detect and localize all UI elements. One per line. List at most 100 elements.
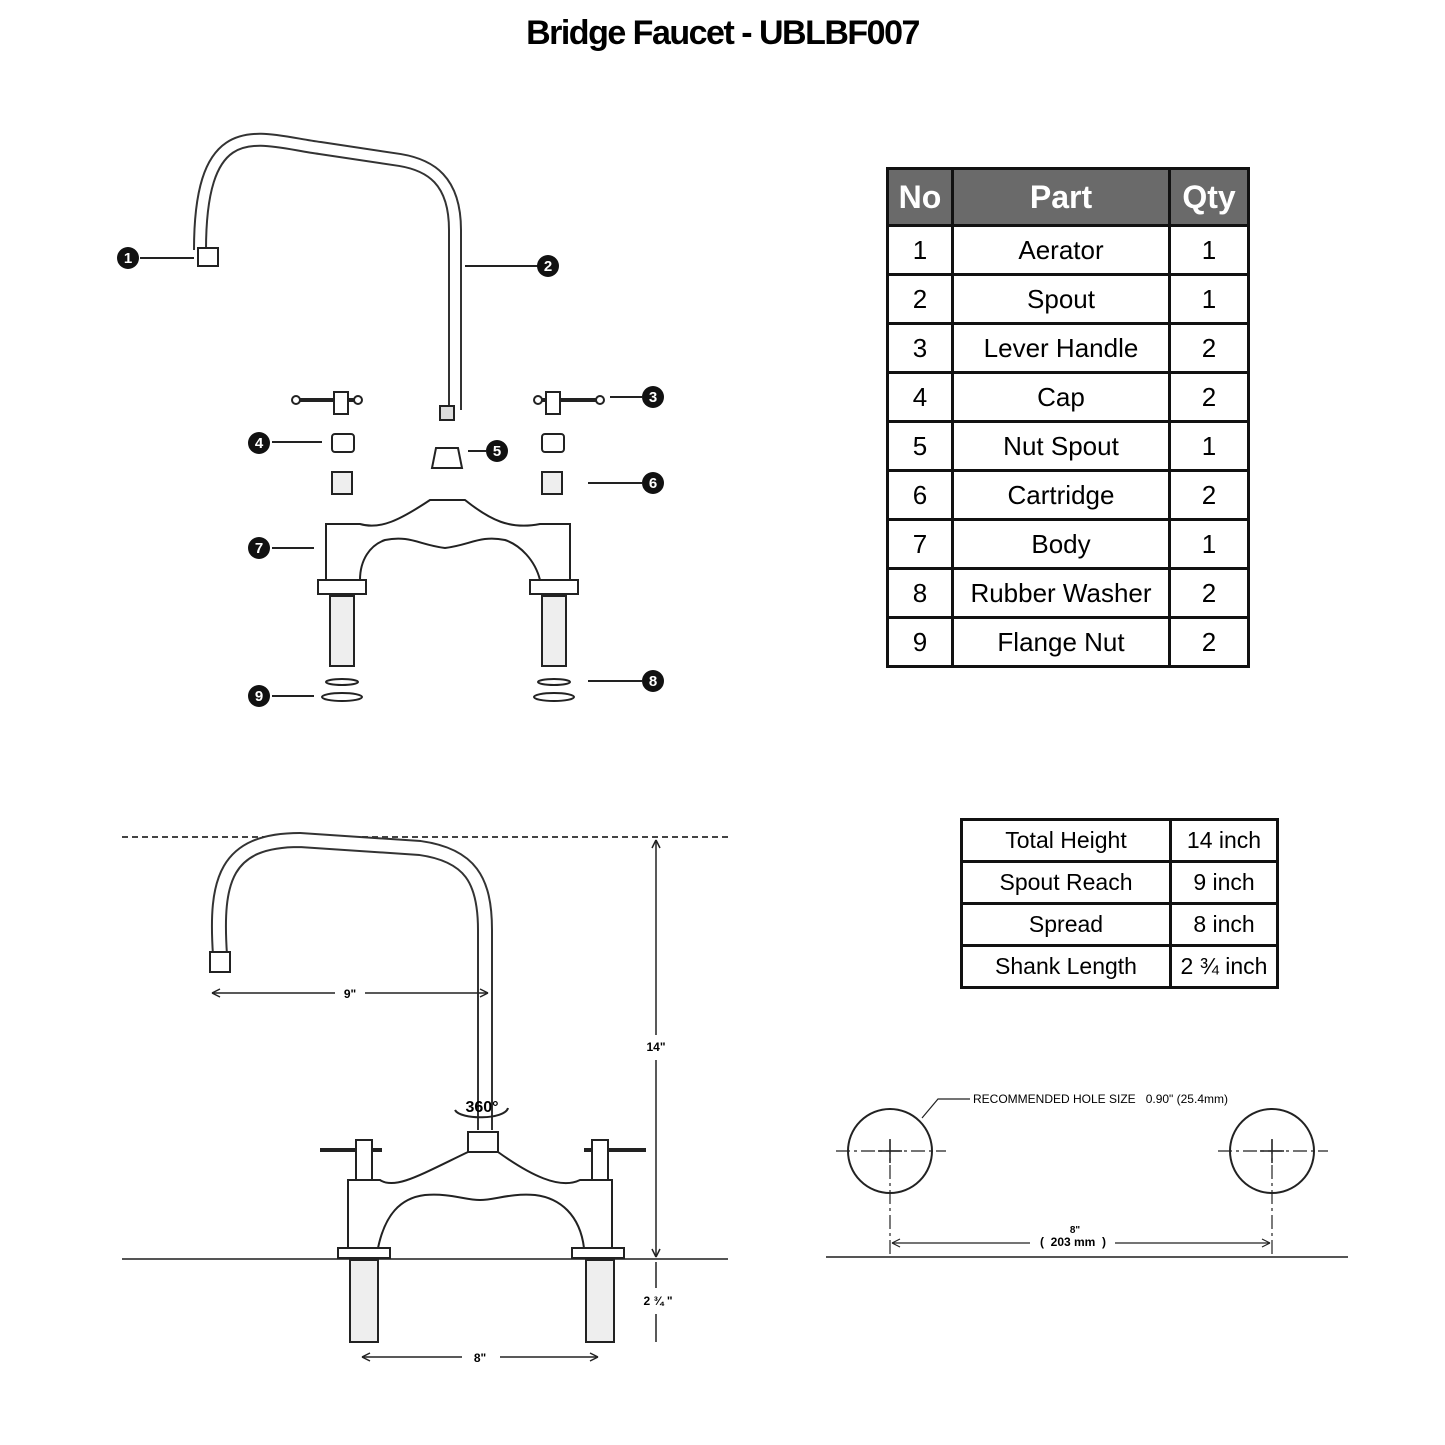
header-no: No [886,167,954,227]
cell-qty: 1 [1168,273,1250,325]
callout-8-badge [642,670,664,692]
cell-no: 3 [886,322,954,374]
cell-part: Aerator [951,224,1171,276]
cell-no: 9 [886,616,954,668]
callout-4-badge [248,432,270,454]
callout-7-label: 7 [255,540,263,557]
callout-9-badge [248,685,270,707]
spec-value: 14 inch [1169,818,1279,863]
cell-no: 8 [886,567,954,619]
callout-6-badge [642,472,664,494]
spec-label: Shank Length [960,944,1172,989]
spout-side-view [210,831,493,1130]
cell-part: Lever Handle [951,322,1171,374]
cell-part: Rubber Washer [951,567,1171,619]
cell-qty: 2 [1168,322,1250,374]
callout-9-label: 9 [255,688,263,705]
lever-handle-left [291,391,363,415]
cell-part: Body [951,518,1171,570]
cell-no: 5 [886,420,954,472]
spread-label: 8" [474,1351,486,1365]
hole-size-note: RECOMMENDED HOLE SIZE 0.90" (25.4mm) [973,1092,1228,1106]
spec-value: 9 inch [1169,860,1279,905]
callout-8-label: 8 [649,673,657,690]
lever-handle-right [533,391,605,415]
rotation-label: 360° [465,1099,498,1116]
cell-no: 6 [886,469,954,521]
spec-label: Spread [960,902,1172,947]
cell-no: 7 [886,518,954,570]
cell-qty: 1 [1168,518,1250,570]
callout-1-label: 1 [124,250,132,267]
callout-6-label: 6 [649,475,657,492]
reach-label: 9" [344,987,356,1001]
callout-5-badge [486,440,508,462]
cell-no: 2 [886,273,954,325]
callout-2-badge [537,255,559,277]
body-side-view [347,1151,613,1249]
aerator-part [197,247,219,267]
height-label: 14" [646,1040,665,1054]
callout-5-label: 5 [493,443,501,460]
cell-qty: 2 [1168,616,1250,668]
cell-no: 1 [886,224,954,276]
cell-qty: 1 [1168,420,1250,472]
spec-value: 8 inch [1169,902,1279,947]
cell-part: Cartridge [951,469,1171,521]
cell-part: Cap [951,371,1171,423]
spec-label: Spout Reach [960,860,1172,905]
cartridge-right [541,471,563,495]
parts-table-header: No Part Qty [886,167,1250,227]
shank-right [541,595,567,667]
callout-1-badge [117,247,139,269]
flange-nut-left [321,692,363,702]
callout-2-label: 2 [544,258,552,275]
cell-qty: 2 [1168,371,1250,423]
nut-spout-part [430,447,464,469]
hole-spacing-in: 8" [1070,1225,1081,1236]
cell-no: 4 [886,371,954,423]
shank-left [329,595,355,667]
cap-right [541,433,565,453]
cell-qty: 2 [1168,469,1250,521]
rubber-washer-left [325,678,359,686]
callout-7-badge [248,537,270,559]
header-qty: Qty [1168,167,1250,227]
callout-4-label: 4 [255,435,264,452]
page-title: Bridge Faucet - UBLBF007 [526,14,920,52]
flange-nut-right [533,692,575,702]
spec-label: Total Height [960,818,1172,863]
cartridge-left [331,471,353,495]
cell-part: Flange Nut [951,616,1171,668]
exploded-view-diagram: 1 2 3 4 5 6 7 8 9 [117,132,664,707]
shank-label: 2 ¾ " [643,1294,672,1308]
hole-spacing-mm: ( 203 mm ) [1040,1235,1106,1249]
cell-qty: 2 [1168,567,1250,619]
cell-part: Spout [951,273,1171,325]
body-part [325,499,571,581]
callout-3-badge [642,386,664,408]
cell-qty: 1 [1168,224,1250,276]
shank-right-side [585,1259,615,1343]
callout-3-label: 3 [649,389,657,406]
header-part: Part [951,167,1171,227]
rubber-washer-right [537,678,571,686]
cell-part: Nut Spout [951,420,1171,472]
shank-left-side [349,1259,379,1343]
cap-left [331,433,355,453]
